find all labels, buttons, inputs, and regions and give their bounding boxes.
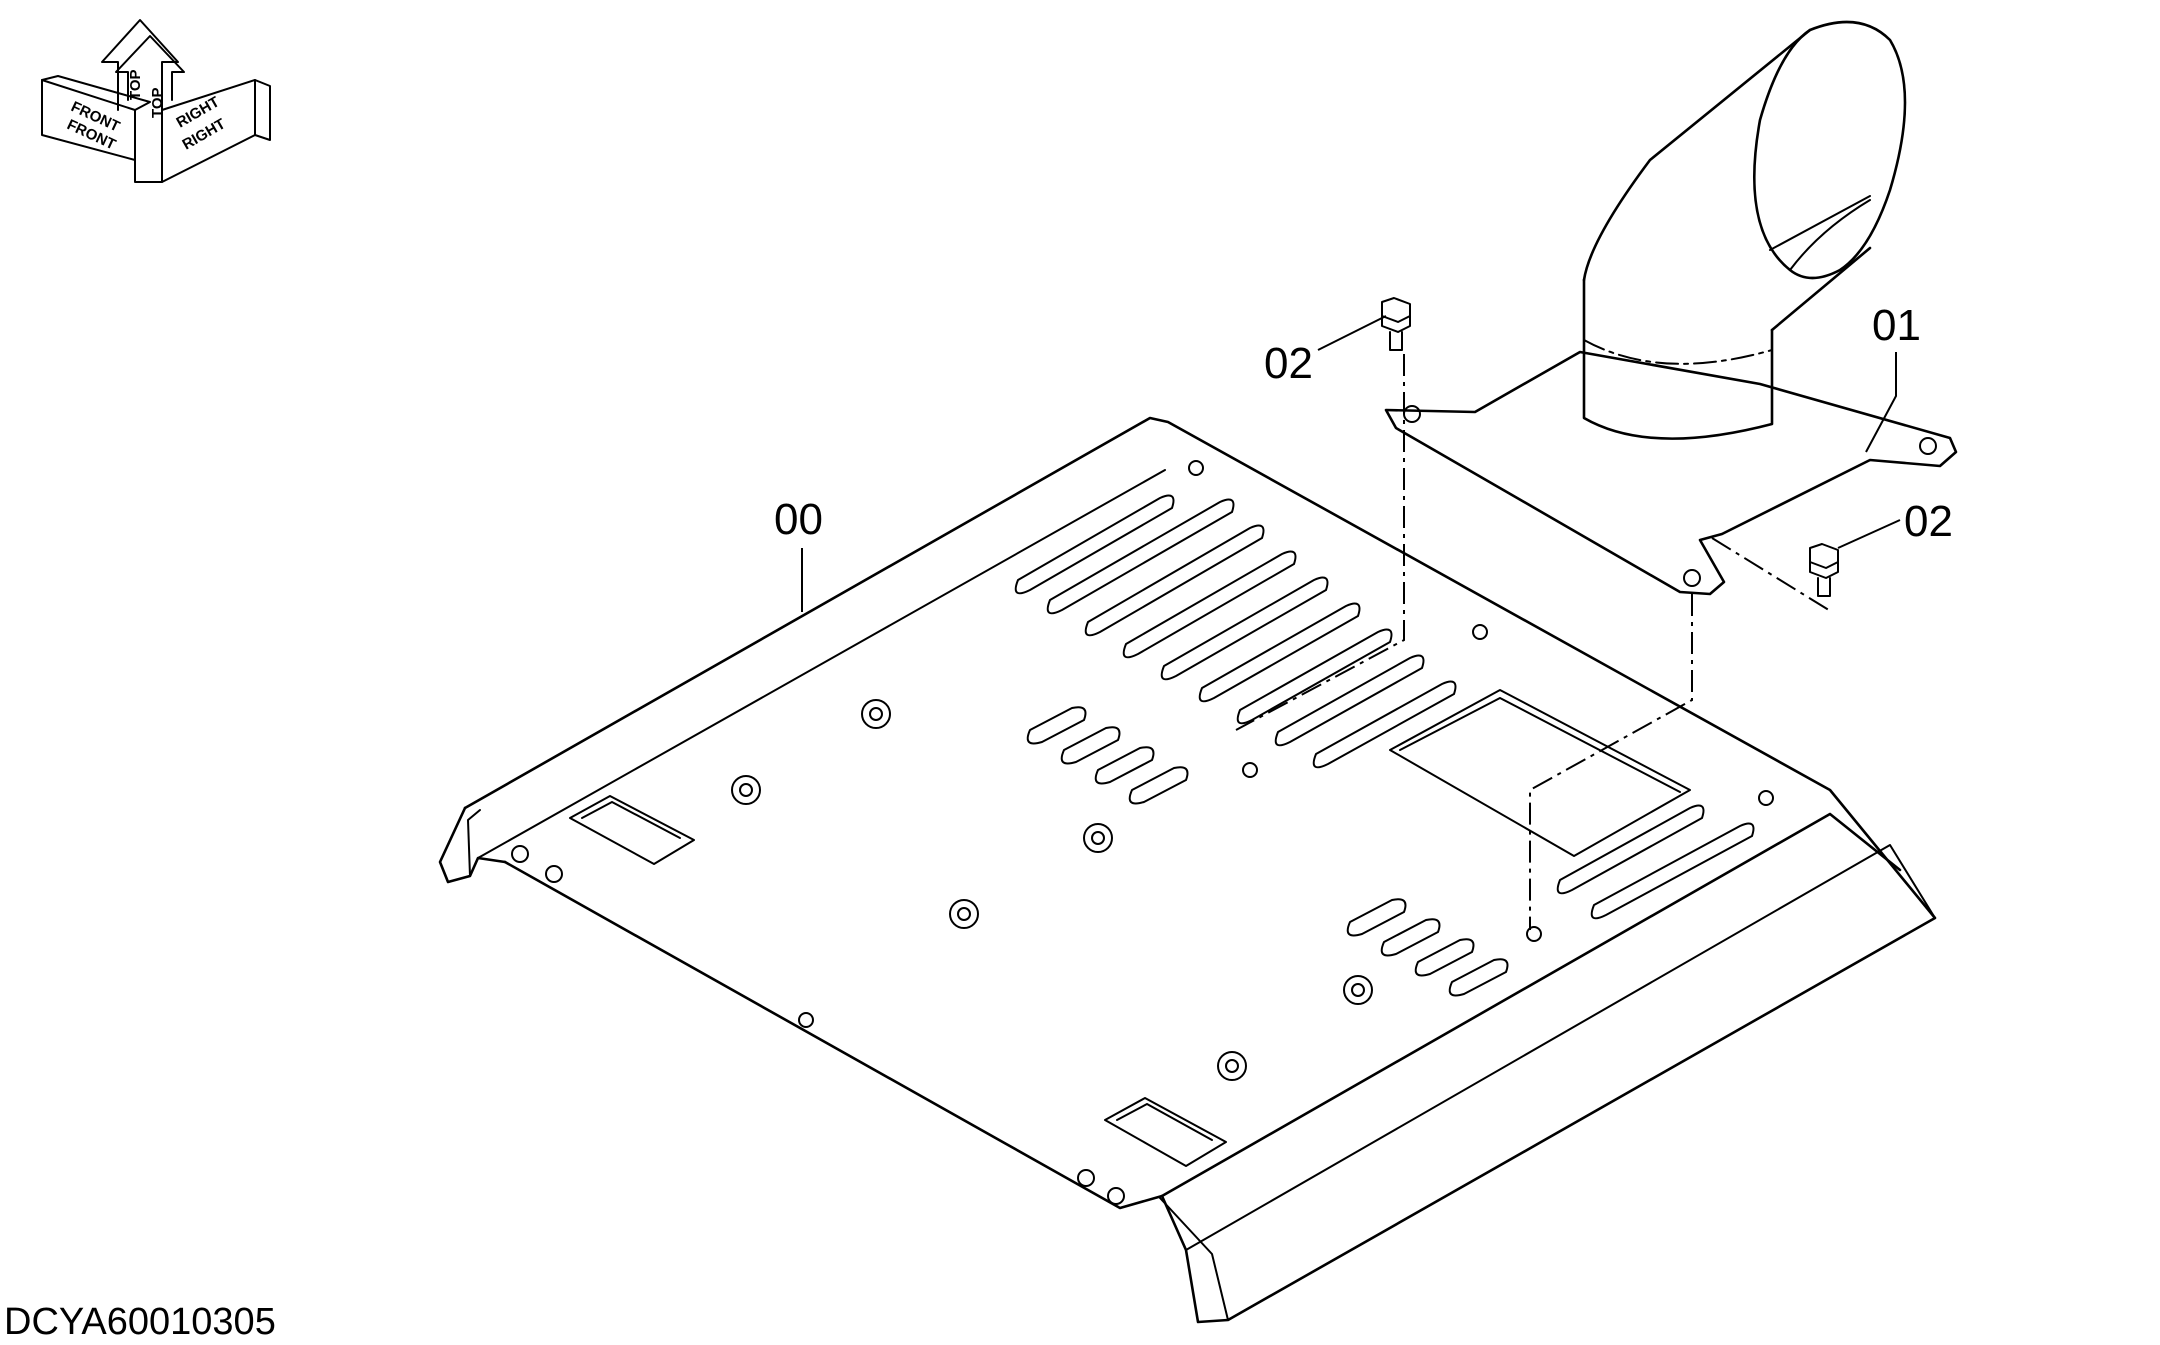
callout-02-right-label: 02: [1904, 497, 1953, 546]
assembly-center-lines: [1235, 354, 1833, 930]
callout-02-upper-label: 02: [1264, 339, 1313, 388]
base-plate: [438, 416, 1937, 1324]
plate-holes: [511, 460, 1774, 1205]
orient-top-label: TOP: [149, 87, 166, 118]
leader-lines: [801, 315, 1901, 612]
callout-00-label: 00: [774, 495, 823, 544]
vent-slots-small-center: [1026, 706, 1189, 805]
handle-recess-right: [1104, 1097, 1227, 1167]
vent-slots-lower-right: [1556, 804, 1755, 920]
drawing-number: DCYA60010305: [4, 1301, 276, 1343]
orient-top-back: TOP: [127, 69, 144, 100]
orientation-indicator: FRONT FRONT TOP TOP RIGHT RIGHT: [41, 19, 271, 183]
bolt-upper: [1381, 297, 1411, 351]
duct-opening: [1389, 689, 1691, 857]
exhaust-duct: [1384, 20, 1958, 596]
mounting-studs: [731, 699, 1373, 1081]
callout-01-label: 01: [1872, 301, 1921, 350]
bolt-right: [1809, 543, 1839, 597]
vent-slots-small-right: [1346, 898, 1509, 997]
handle-recess-left: [569, 795, 695, 865]
vent-slots-upper: [1014, 494, 1457, 769]
